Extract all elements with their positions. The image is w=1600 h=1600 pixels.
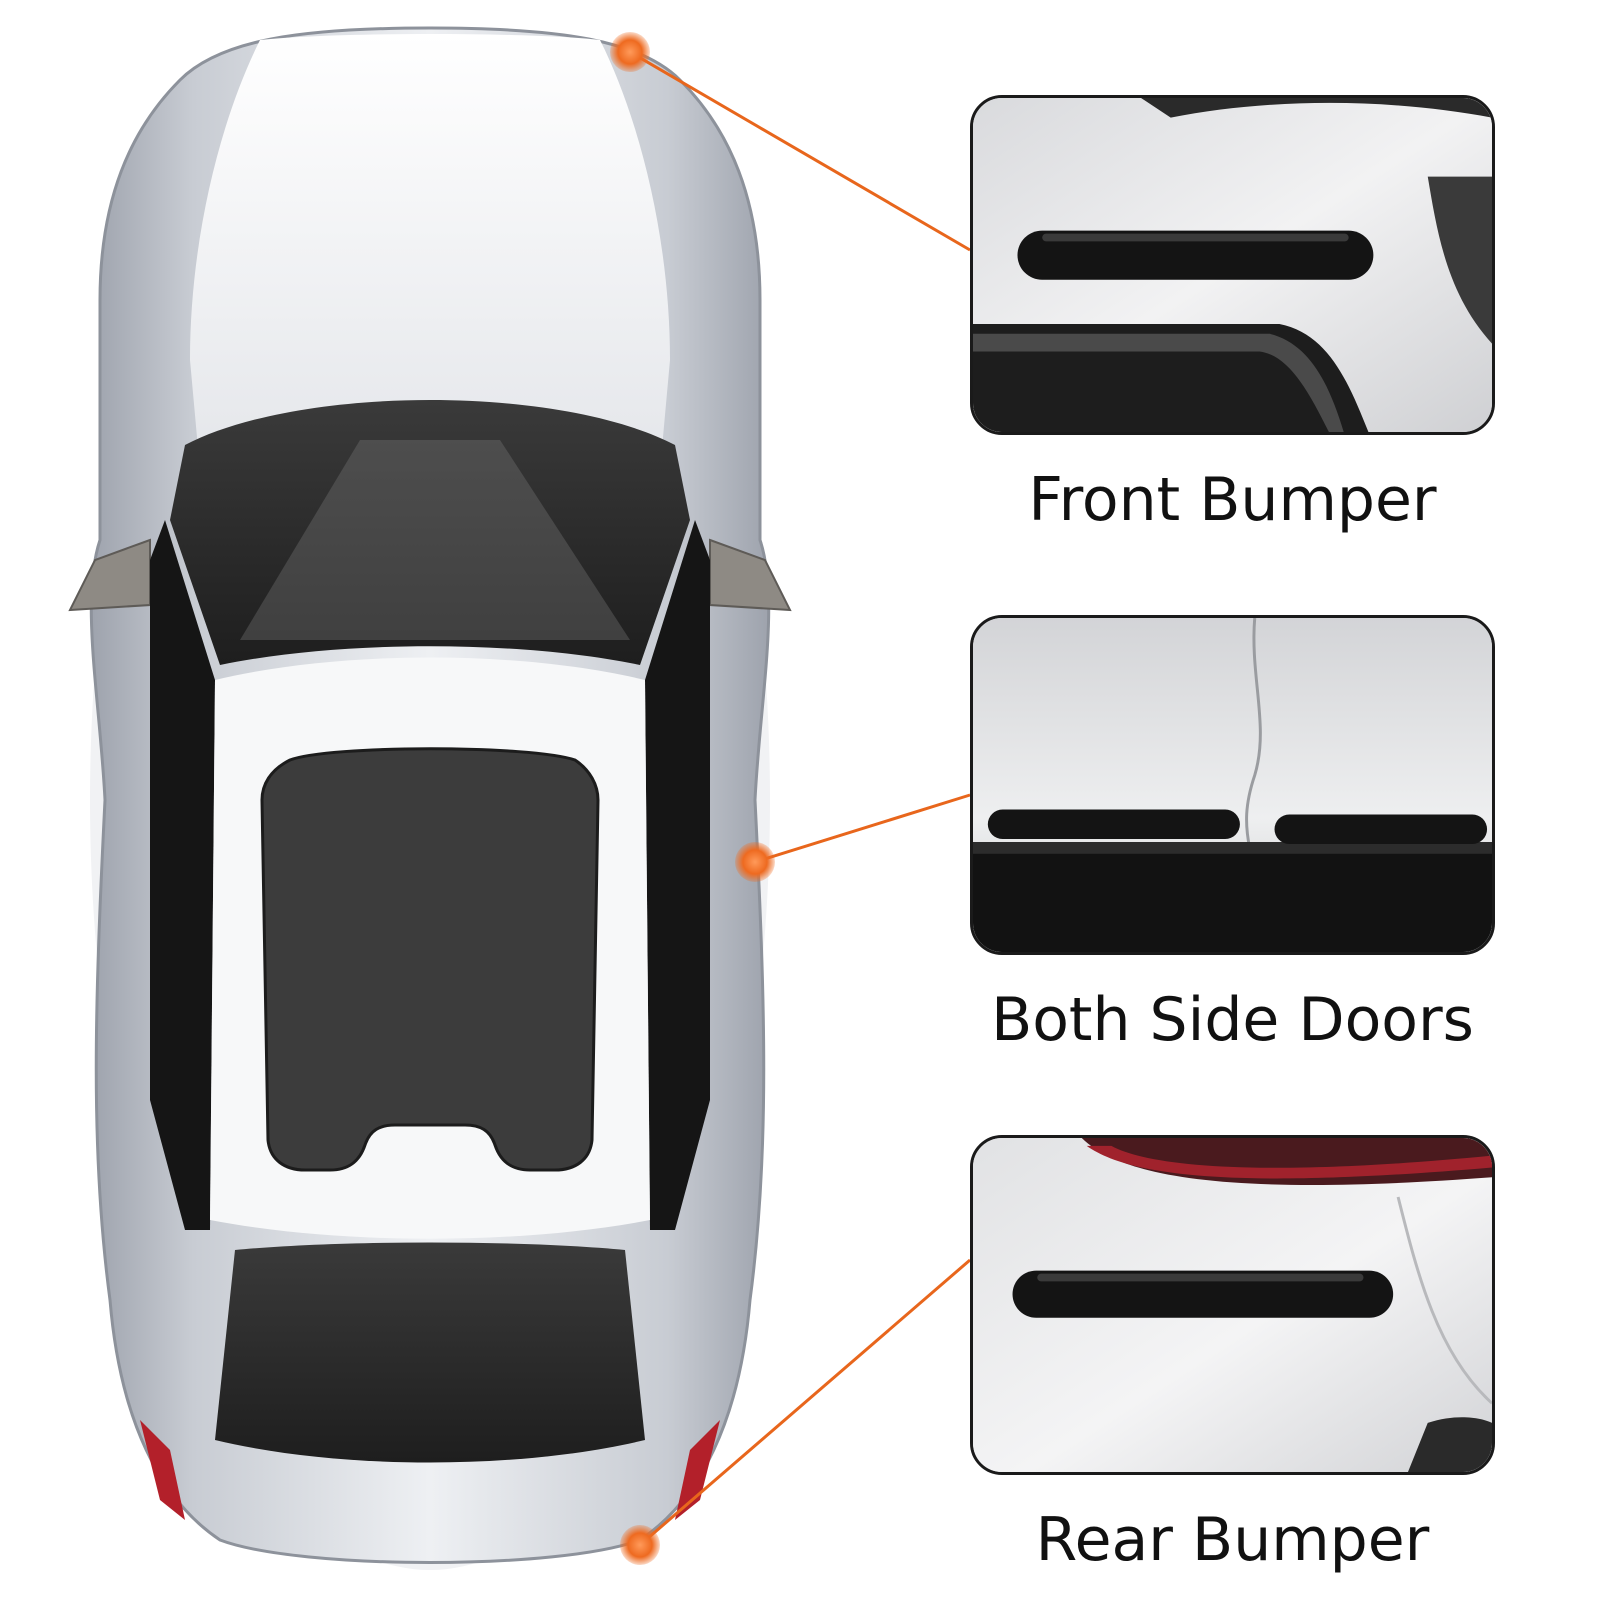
right-door-guard: [1274, 814, 1488, 844]
side-doors-caption: Both Side Doors: [991, 985, 1474, 1055]
front-bumper-photo: [973, 98, 1492, 432]
side-doors-photo: [973, 618, 1492, 952]
callout-dot-rear: [620, 1525, 660, 1565]
callout-line-rear: [639, 1258, 971, 1547]
side-doors-photo-panel: [970, 615, 1495, 955]
left-door-guard: [987, 809, 1240, 840]
rear-bumper-photo-panel: [970, 1135, 1495, 1475]
windshield-reflection: [240, 440, 630, 640]
sunroof: [260, 747, 600, 1172]
rear-bumper-guard: [1012, 1270, 1394, 1318]
right-tail-light: [675, 1420, 720, 1520]
left-tail-light: [140, 1420, 185, 1520]
callout-dot-doors: [735, 842, 775, 882]
front-bumper-guard: [1017, 230, 1374, 280]
front-bumper-photo-panel: [970, 95, 1495, 435]
windshield: [170, 400, 690, 665]
rear-window: [215, 1242, 645, 1463]
rear-bumper-caption: Rear Bumper: [1035, 1505, 1430, 1575]
car-hood: [190, 34, 670, 470]
callout-dot-front: [610, 32, 650, 72]
left-side-window: [150, 520, 215, 1230]
right-side-window: [645, 520, 710, 1230]
rear-bumper-photo: [973, 1138, 1492, 1472]
callout-line-doors: [754, 793, 971, 864]
front-bumper-caption: Front Bumper: [1028, 465, 1437, 535]
callout-line-front: [629, 50, 971, 252]
